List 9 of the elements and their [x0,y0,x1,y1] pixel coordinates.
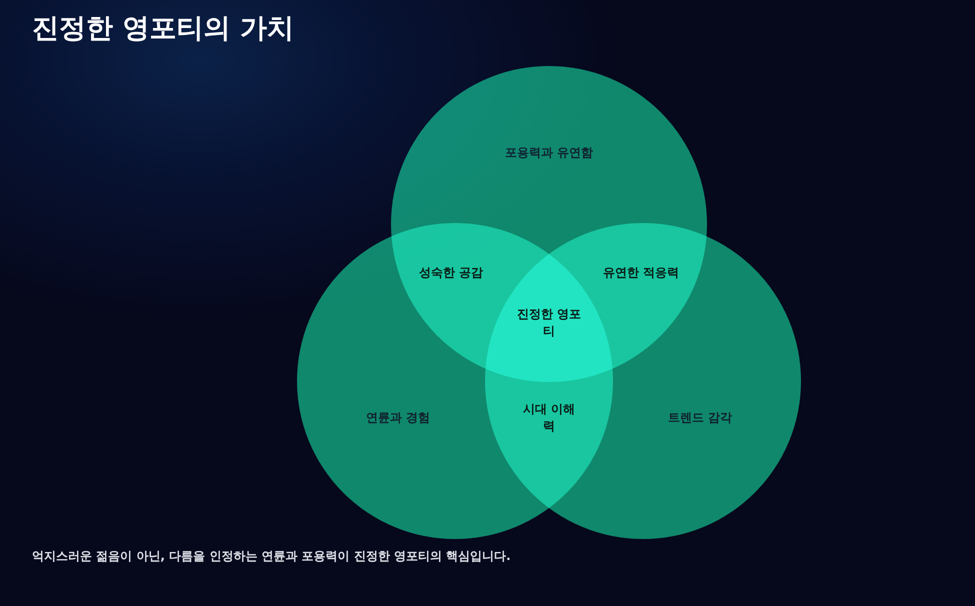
circle-label: 포용력과 유연함 [504,144,594,162]
overlap-label: 성숙한 공감 [418,264,484,282]
title: 진정한 영포티의 가치 [32,12,294,46]
circle-label: 트렌드 감각 [668,410,732,426]
circle-label: 연륜과 경험 [366,410,430,426]
overlap-label: 유연한 적응력 [602,264,680,282]
caption: 억지스러운 젊음이 아닌, 다름을 인정하는 연륜과 포용력이 진정한 영포티의 핵심입니다. [32,548,511,565]
overlap-label: 진정한 영포티 [516,306,582,340]
overlap-label: 시대 이해력 [522,401,576,435]
